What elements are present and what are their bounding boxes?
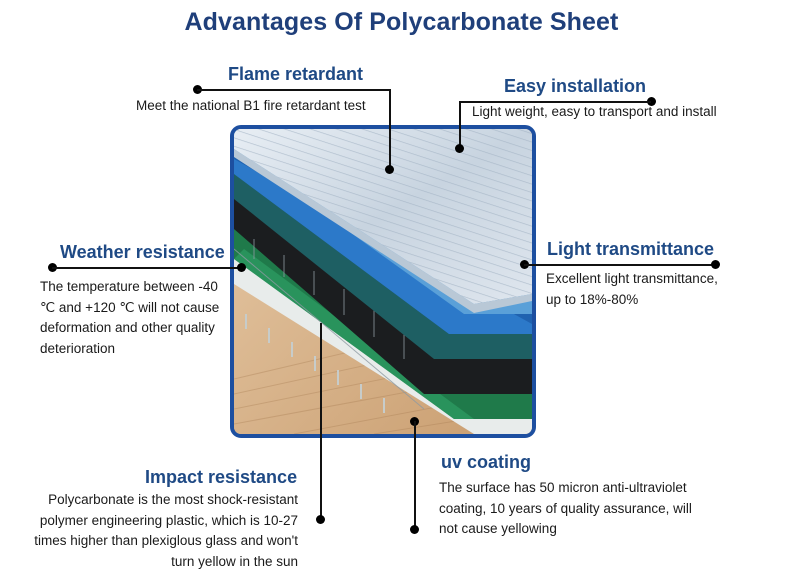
description-line: Polycarbonate is the most shock-resistan…	[48, 492, 298, 507]
product-photo-frame	[230, 125, 536, 438]
light-transmittance-heading: Light transmittance	[547, 239, 715, 259]
polycarbonate-sheets-image	[234, 129, 532, 434]
description-line: The surface has 50 micron anti-ultraviol…	[439, 480, 687, 495]
page-title: Advantages Of Polycarbonate Sheet	[184, 8, 619, 36]
uv-coating-heading: uv coating	[441, 452, 532, 472]
connector-line	[197, 89, 390, 91]
weather-resistance-heading: Weather resistance	[60, 242, 225, 262]
connector-dot	[647, 97, 656, 106]
description-line: deformation and other quality	[40, 320, 215, 335]
flame-retardant-heading: Flame retardant	[228, 64, 364, 84]
easy-installation-heading: Easy installation	[504, 76, 647, 96]
connector-dot	[711, 260, 720, 269]
description-line: Excellent light transmittance,	[546, 271, 718, 286]
connector-line	[459, 101, 461, 148]
description-line: polymer engineering plastic, which is 10…	[39, 512, 298, 528]
description-line: turn yellow in the sun	[171, 553, 298, 569]
description-line: deterioration	[40, 340, 116, 356]
weather-resistance-description: The temperature between -40 ℃ and +120 ℃…	[40, 277, 219, 359]
connector-dot	[455, 144, 464, 153]
connector-line	[459, 101, 651, 103]
description-line: not cause yellowing	[439, 521, 557, 536]
impact-resistance-description: Polycarbonate is the most shock-resistan…	[18, 490, 298, 572]
connector-line	[389, 89, 391, 169]
description-line: ℃ and +120 ℃ will not cause	[40, 299, 220, 315]
connector-dot	[385, 165, 394, 174]
description-line: The temperature between -40	[40, 279, 218, 294]
connector-line	[52, 267, 241, 269]
connector-dot	[410, 525, 419, 534]
connector-line	[524, 264, 715, 266]
connector-dot	[316, 515, 325, 524]
easy-installation-description: Light weight, easy to transport and inst…	[472, 104, 717, 119]
light-transmittance-description: Excellent light transmittance, up to 18%…	[546, 269, 718, 310]
uv-coating-description: The surface has 50 micron anti-ultraviol…	[439, 478, 692, 540]
connector-dot	[237, 263, 246, 272]
description-line: coating, 10 years of quality assurance, …	[439, 500, 692, 516]
connector-line	[414, 421, 416, 529]
description-line: times higher than plexiglous glass and w…	[34, 533, 298, 548]
connector-line	[320, 323, 322, 519]
flame-retardant-description: Meet the national B1 fire retardant test	[136, 98, 366, 113]
impact-resistance-heading: Impact resistance	[145, 467, 298, 487]
description-line: up to 18%-80%	[546, 291, 639, 307]
